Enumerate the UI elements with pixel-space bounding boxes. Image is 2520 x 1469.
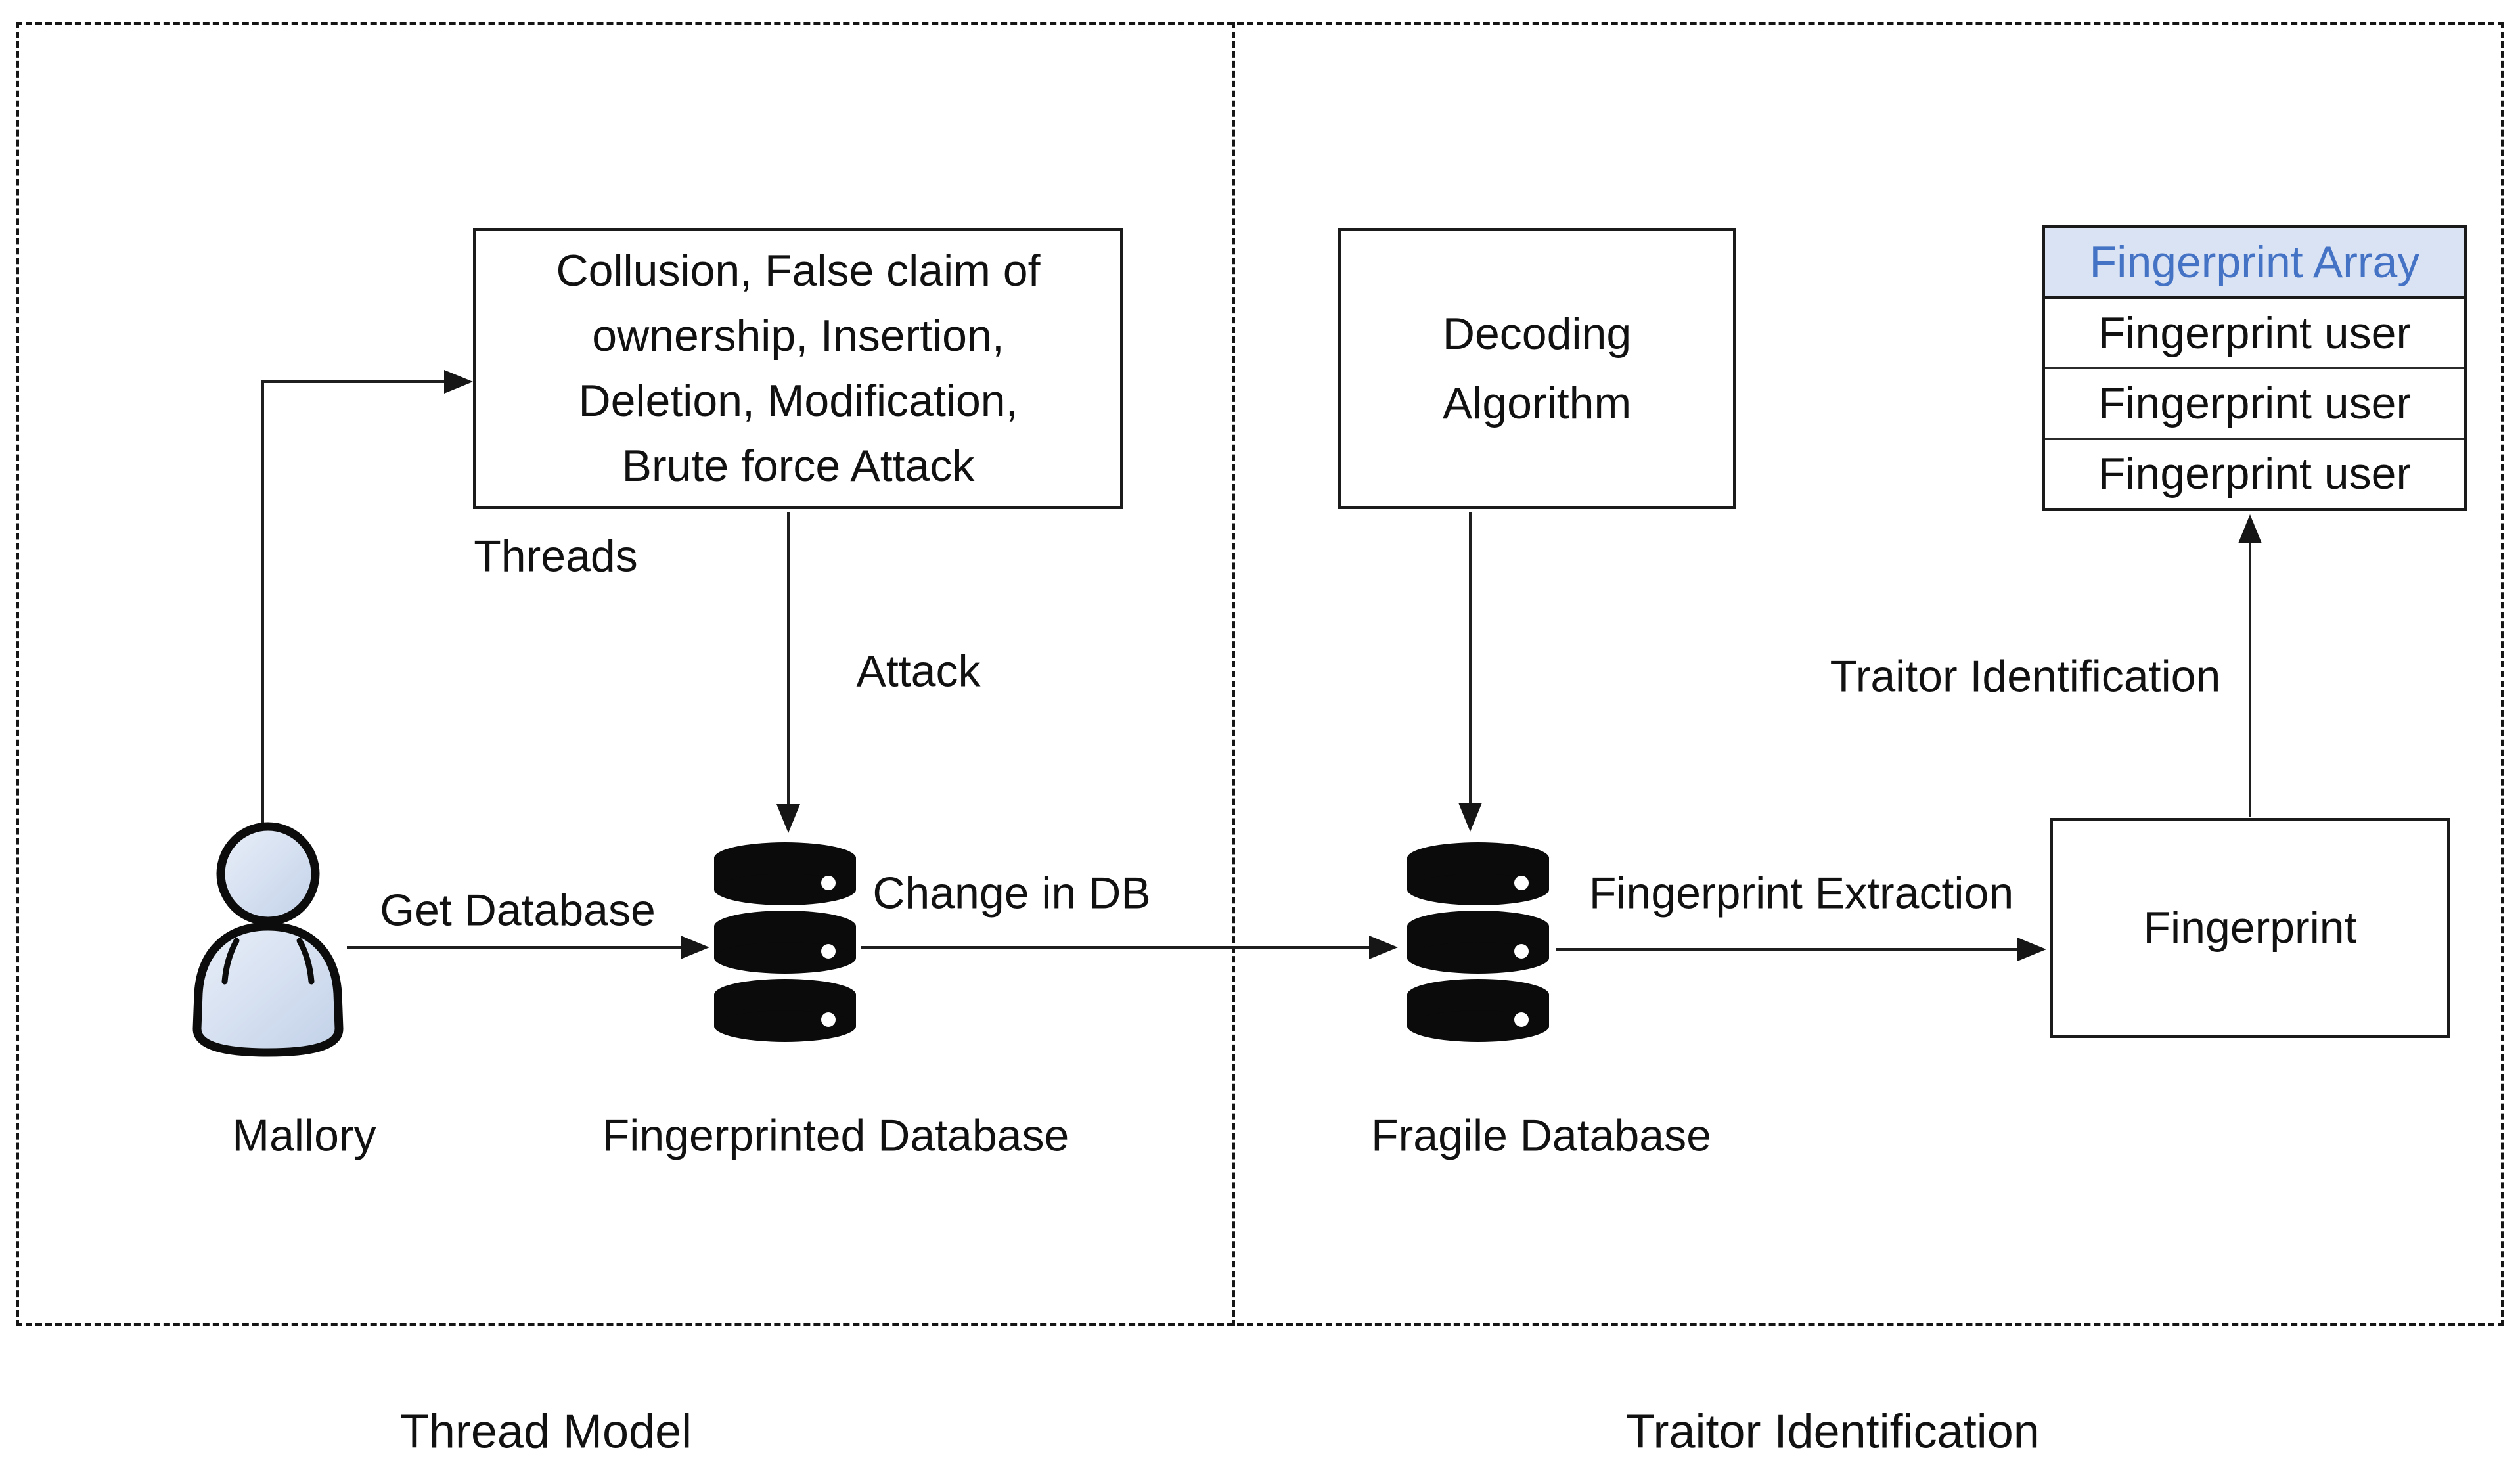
fingerprint-array-row: Fingerprint user — [2045, 369, 2464, 440]
fingerprint-box: Fingerprint — [2050, 818, 2450, 1038]
threats-box-line: ownership, Insertion, — [592, 311, 1004, 361]
fingerprint-array-table: Fingerprint Array Fingerprint user Finge… — [2042, 225, 2467, 511]
threats-box-line: Brute force Attack — [621, 441, 975, 491]
fingerprint-extraction-label: Fingerprint Extraction — [1588, 868, 2014, 918]
decoding-box-line: Algorithm — [1442, 378, 1632, 428]
traitor-identification-label: Traitor Identification — [1830, 651, 2221, 702]
decoding-box-line: Decoding — [1442, 309, 1632, 359]
threats-box: Collusion, False claim of ownership, Ins… — [473, 228, 1123, 509]
fingerprinted-database-label: Fingerprinted Database — [602, 1110, 1069, 1161]
fragile-database-label: Fragile Database — [1371, 1110, 1711, 1161]
threats-box-line: Collusion, False claim of — [556, 246, 1041, 296]
fingerprint-array-row: Fingerprint user — [2045, 299, 2464, 369]
fingerprint-box-label: Fingerprint — [2143, 903, 2357, 953]
mallory-label: Mallory — [232, 1110, 376, 1161]
get-database-label: Get Database — [380, 885, 656, 936]
fingerprint-array-header: Fingerprint Array — [2045, 228, 2464, 299]
threats-box-line: Deletion, Modification, — [578, 376, 1018, 426]
dashed-outer-frame — [16, 22, 2504, 1326]
dashed-panel-divider — [1232, 22, 1235, 1326]
attack-label: Attack — [856, 646, 981, 696]
traitor-identification-caption: Traitor Identification — [1626, 1405, 2040, 1458]
threads-label: Threads — [474, 531, 638, 581]
thread-model-caption: Thread Model — [399, 1405, 692, 1458]
decoding-algorithm-box: Decoding Algorithm — [1338, 228, 1736, 509]
fingerprint-array-row: Fingerprint user — [2045, 440, 2464, 508]
change-in-db-label: Change in DB — [872, 868, 1151, 918]
